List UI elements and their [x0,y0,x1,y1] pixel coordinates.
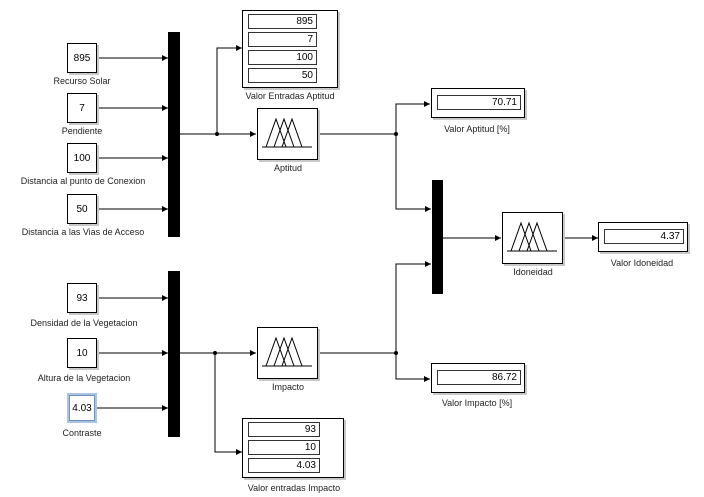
mux-impacto-inputs[interactable] [168,271,180,437]
label-entradas-aptitud: Valor Entradas Aptitud [245,91,335,101]
display-entradas-aptitud[interactable]: 895 7 100 50 [242,10,338,88]
valor-idoneidad-field: 4.37 [604,229,684,244]
constant-distancia-vias[interactable]: 50 [67,194,97,224]
mux-aptitud-inputs[interactable] [168,32,180,237]
label-aptitud: Aptitud [273,163,303,173]
constant-altura-vegetacion[interactable]: 10 [67,338,97,368]
wire-to-valor-impacto [395,353,430,382]
membership-functions-icon [507,221,557,252]
fis-impacto[interactable] [257,327,318,379]
label-valor-impacto: Valor Impacto [%] [441,398,513,408]
display-valor-aptitud[interactable]: 70.71 [431,88,525,118]
entradas-aptitud-field-1: 895 [248,14,317,29]
membership-functions-icon [262,117,312,148]
label-pendiente: Pendiente [61,126,103,136]
constant-pendiente[interactable]: 7 [67,93,97,123]
label-impacto: Impacto [271,382,305,392]
wire-to-entradas-impacto [214,353,242,455]
label-valor-aptitud: Valor Aptitud [%] [444,124,510,134]
label-valor-idoneidad: Valor Idoneidad [610,258,674,268]
label-altura-vegetacion: Altura de la Vegetacion [37,373,131,383]
constant-contraste[interactable]: 4.03 [67,393,97,423]
constant-distancia-conexion[interactable]: 100 [67,143,97,173]
mux-idoneidad-inputs[interactable] [432,180,443,294]
entradas-impacto-field-3: 4.03 [248,458,320,473]
label-densidad-vegetacion: Densidad de la Vegetacion [30,318,138,328]
label-distancia-conexion: Distancia al punto de Conexion [20,176,146,186]
entradas-impacto-field-1: 93 [248,422,320,437]
constant-recurso-solar[interactable]: 895 [67,43,97,73]
label-contraste: Contraste [62,428,102,438]
wire-to-mux3-top [395,134,431,212]
fis-aptitud[interactable] [257,108,318,160]
entradas-aptitud-field-3: 100 [248,50,317,65]
entradas-impacto-field-2: 10 [248,440,320,455]
wire-to-mux3-bottom [395,261,431,353]
valor-impacto-field: 86.72 [437,370,521,385]
display-entradas-impacto[interactable]: 93 10 4.03 [242,418,344,478]
label-entradas-impacto: Valor entradas Impacto [247,483,341,493]
entradas-aptitud-field-4: 50 [248,68,317,83]
display-valor-impacto[interactable]: 86.72 [431,363,525,393]
membership-functions-icon [262,336,312,367]
display-valor-idoneidad[interactable]: 4.37 [598,222,688,252]
wire-to-entradas-aptitud [216,45,242,134]
constant-densidad-vegetacion[interactable]: 93 [67,283,97,313]
label-distancia-vias: Distancia a las Vias de Acceso [21,227,145,237]
entradas-aptitud-field-2: 7 [248,32,317,47]
valor-aptitud-field: 70.71 [437,95,521,110]
label-idoneidad: Idoneidad [513,267,553,277]
wire-to-valor-aptitud [395,101,430,134]
fis-idoneidad[interactable] [502,212,563,264]
label-recurso-solar: Recurso Solar [53,76,111,86]
